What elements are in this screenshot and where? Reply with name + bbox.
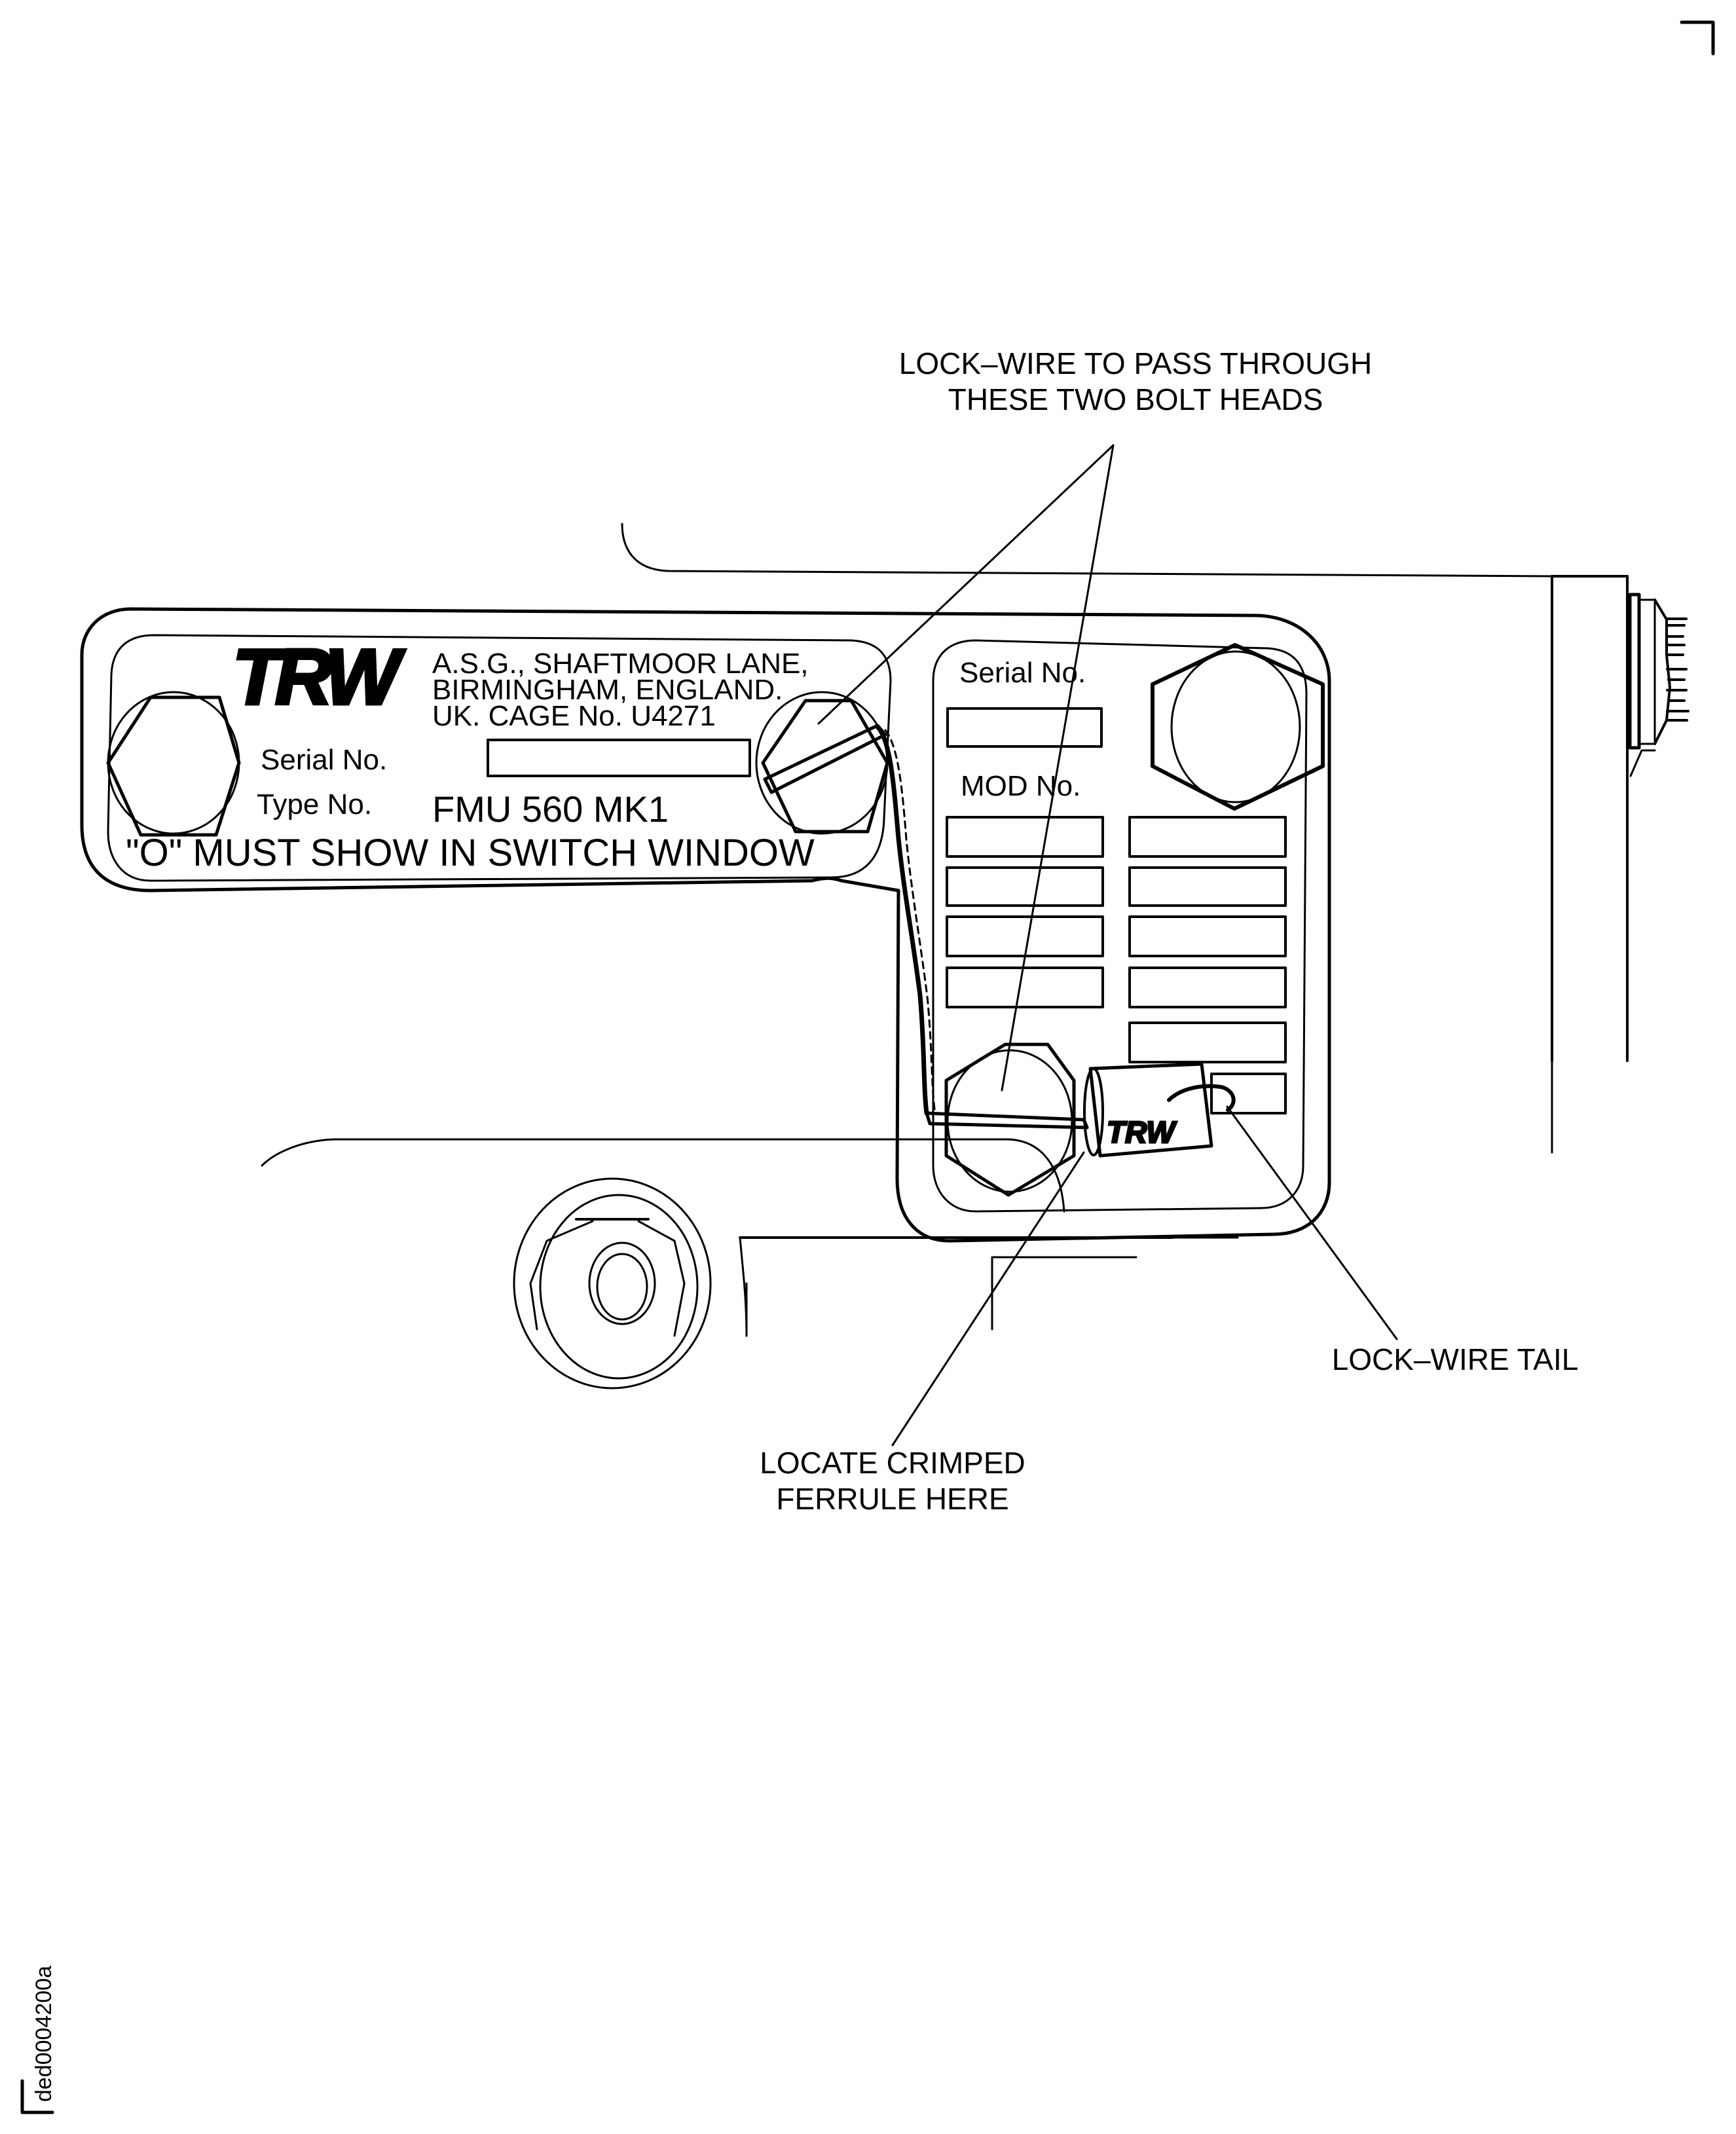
mod-serial-label: Serial No. [959,657,1086,689]
lock-wire [875,724,1089,1130]
mod-box [1128,915,1287,957]
callout-ferrule-line1: LOCATE CRIMPED [760,1446,1025,1480]
main-serial-field [487,739,751,777]
main-serial-label: Serial No. [261,744,387,776]
bolt-head-left [106,691,241,837]
switch-notice: "O" MUST SHOW IN SWITCH WINDOW [126,832,815,874]
bolt-head-top-right [1151,643,1325,811]
mod-box [946,966,1104,1008]
mod-box [1210,1073,1287,1114]
type-value: FMU 560 MK1 [432,788,669,830]
mod-box [946,816,1104,858]
ferrule-logo: TRW [1107,1115,1177,1149]
address-line-3: UK. CAGE No. U4271 [432,700,716,732]
type-label: Type No. [257,788,372,820]
crop-mark-bottom-left [20,2079,54,2114]
mod-label: MOD No. [961,770,1080,802]
bolt-head-lockwired-upper [755,691,889,835]
crop-mark-top-right [1680,20,1715,56]
callout-ferrule-line2: FERRULE HERE [776,1482,1008,1516]
mod-boxes-left [946,816,1104,1008]
address-line-2: BIRMINGHAM, ENGLAND. [432,674,783,706]
svg-text:TRW: TRW [232,633,405,721]
trw-logo: TRW [231,632,413,723]
mod-box [1128,866,1287,907]
mod-box [1128,966,1287,1008]
callout-lockwire-pass-line2: THESE TWO BOLT HEADS [948,382,1323,416]
mod-box [946,866,1104,907]
address-line-1: A.S.G., SHAFTMOOR LANE, [432,648,809,680]
callout-lockwire-tail: LOCK–WIRE TAIL [1332,1342,1579,1376]
crimped-ferrule: TRW [1083,1062,1236,1158]
mod-box [946,915,1104,957]
mod-box [1128,1021,1287,1063]
mod-box [1128,816,1287,858]
lock-wire-tail [1167,1084,1236,1112]
callout-lockwire-pass-line1: LOCK–WIRE TO PASS THROUGH [899,346,1373,380]
main-plate: TRW A.S.G., SHAFTMOOR LANE, BIRMINGHAM, … [80,607,1331,1243]
mod-boxes-right [1128,816,1287,1114]
mod-serial-field [946,707,1103,748]
figure-id: ded0004200a [31,1966,56,2102]
leader-lines [817,444,1398,1446]
housing-outline [261,523,1690,1389]
